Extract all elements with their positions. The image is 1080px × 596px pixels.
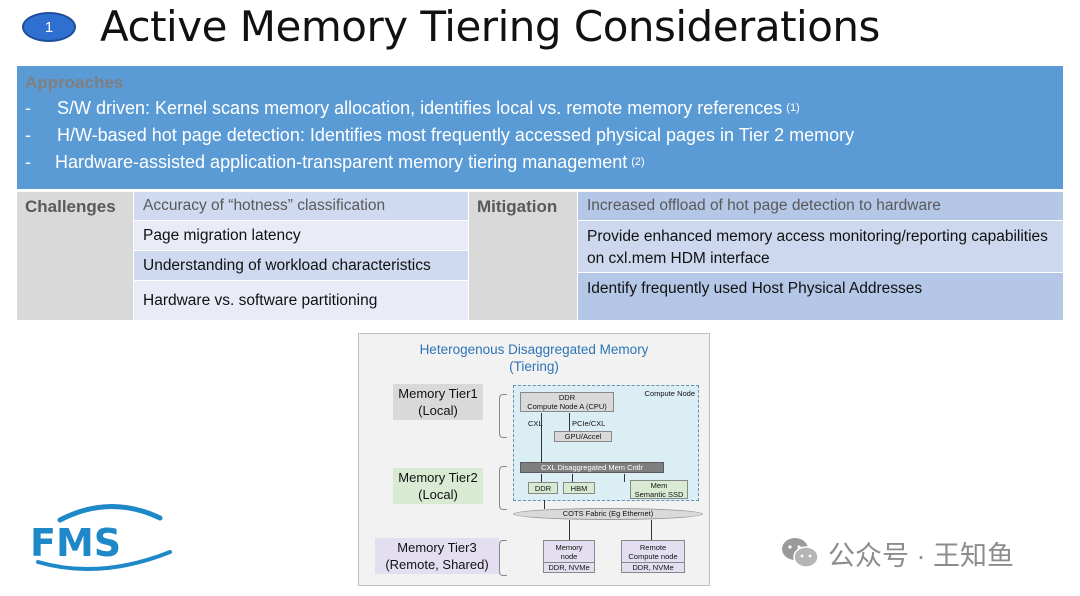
mitigation-label: Mitigation bbox=[469, 192, 577, 320]
tier2-bracket bbox=[499, 466, 507, 510]
fms-logo: FMS bbox=[30, 504, 172, 572]
challenge-item: Accuracy of “hotness” classification bbox=[134, 192, 468, 220]
diagram-title-line: Heterogenous Disaggregated Memory bbox=[419, 342, 649, 357]
approach-text: H/W-based hot page detection: Identifies… bbox=[57, 125, 855, 145]
tier3-bracket bbox=[499, 540, 507, 576]
tier-sublabel: (Local) bbox=[418, 403, 458, 418]
watermark-text: 公众号 · 王知鱼 bbox=[828, 540, 1014, 571]
mitigation-item: Identify frequently used Host Physical A… bbox=[578, 273, 1063, 320]
pcie-link-label: PCIe/CXL bbox=[572, 419, 606, 428]
bullet-dash: - bbox=[25, 125, 31, 145]
ctrl-ddr-link bbox=[541, 474, 542, 482]
node-fabric-link bbox=[544, 500, 545, 509]
slide-number-badge: 1 bbox=[22, 12, 76, 42]
fabric-remote-node-link bbox=[651, 520, 652, 540]
diagram-title-line: (Tiering) bbox=[509, 359, 559, 374]
wechat-watermark: 公众号 · 王知鱼 bbox=[780, 533, 1014, 573]
cxl-link bbox=[541, 413, 542, 462]
approaches-panel: Approaches - S/W driven: Kernel scans me… bbox=[17, 66, 1063, 189]
cots-fabric: COTS Fabric (Eg Ethernet) bbox=[513, 508, 703, 520]
cxl-controller-box: CXL Disaggregated Mem Cntlr bbox=[520, 462, 664, 473]
memory-tier1-box: Memory Tier1 (Local) bbox=[393, 384, 483, 420]
ddr-tier2-box: DDR bbox=[528, 482, 558, 494]
tier-label: Memory Tier1 bbox=[398, 386, 478, 401]
bullet-dash: - bbox=[25, 152, 31, 172]
remote-node-label: Compute node bbox=[628, 552, 678, 561]
gpu-accel-box: GPU/Accel bbox=[554, 431, 612, 442]
pcie-link bbox=[569, 413, 570, 431]
ssd-label: Semantic SSD bbox=[634, 490, 684, 499]
challenges-mitigation-table: Challenges Accuracy of “hotness” classif… bbox=[17, 192, 1063, 320]
semantic-ssd-box: Mem Semantic SSD bbox=[630, 480, 688, 499]
tier-sublabel: (Local) bbox=[418, 487, 458, 502]
ddr-label: DDR bbox=[558, 393, 576, 402]
approach-text: Hardware-assisted application-transparen… bbox=[55, 152, 628, 172]
fms-logo-text: FMS bbox=[30, 521, 121, 565]
ctrl-hbm-link bbox=[572, 474, 573, 482]
cxl-link-label: CXL bbox=[528, 419, 543, 428]
cpu-label: Compute Node A (CPU) bbox=[527, 402, 607, 411]
ssd-label: Mem bbox=[650, 481, 668, 490]
approach-item: - Hardware-assisted application-transpar… bbox=[25, 149, 1055, 176]
approaches-heading: Approaches bbox=[25, 73, 124, 92]
tier-sublabel: (Remote, Shared) bbox=[385, 557, 489, 572]
approach-item: - S/W driven: Kernel scans memory alloca… bbox=[25, 95, 1055, 122]
memory-node-label: node bbox=[560, 552, 578, 561]
ctrl-ssd-link bbox=[624, 474, 625, 482]
approach-item: - H/W-based hot page detection: Identifi… bbox=[25, 122, 1055, 149]
tier1-bracket bbox=[499, 394, 507, 438]
diagram-title: Heterogenous Disaggregated Memory (Tieri… bbox=[359, 341, 709, 375]
reference-marker: (2) bbox=[631, 156, 645, 168]
compute-node-box: Compute Node DDR Compute Node A (CPU) CX… bbox=[513, 385, 699, 501]
challenge-item: Hardware vs. software partitioning bbox=[134, 281, 468, 320]
challenges-label: Challenges bbox=[17, 192, 133, 320]
wechat-icon bbox=[782, 538, 819, 568]
memory-tier3-box: Memory Tier3 (Remote, Shared) bbox=[375, 538, 499, 574]
hbm-box: HBM bbox=[563, 482, 595, 494]
memory-node-label: Memory bbox=[555, 543, 583, 552]
memory-node-media: DDR, NVMe bbox=[544, 562, 594, 572]
challenge-item: Page migration latency bbox=[134, 221, 468, 250]
mitigation-item: Increased offload of hot page detection … bbox=[578, 192, 1063, 220]
remote-compute-node-box: Remote Compute node DDR, NVMe bbox=[621, 540, 685, 573]
mitigation-item: Provide enhanced memory access monitorin… bbox=[578, 221, 1063, 272]
bullet-dash: - bbox=[25, 98, 31, 118]
fabric-memory-node-link bbox=[569, 520, 570, 540]
tiering-diagram: Heterogenous Disaggregated Memory (Tieri… bbox=[358, 333, 710, 586]
tier-label: Memory Tier2 bbox=[398, 470, 478, 485]
memory-node-box: Memory node DDR, NVMe bbox=[543, 540, 595, 573]
memory-tier2-box: Memory Tier2 (Local) bbox=[393, 468, 483, 504]
tier-label: Memory Tier3 bbox=[397, 540, 477, 555]
remote-node-media: DDR, NVMe bbox=[622, 562, 684, 572]
slide-title: Active Memory Tiering Considerations bbox=[100, 2, 880, 51]
compute-node-label: Compute Node bbox=[644, 389, 695, 398]
remote-node-label: Remote bbox=[639, 543, 667, 552]
cpu-node-box: DDR Compute Node A (CPU) bbox=[520, 392, 614, 412]
approach-text: S/W driven: Kernel scans memory allocati… bbox=[57, 98, 783, 118]
reference-marker: (1) bbox=[786, 102, 800, 114]
challenge-item: Understanding of workload characteristic… bbox=[134, 251, 468, 280]
